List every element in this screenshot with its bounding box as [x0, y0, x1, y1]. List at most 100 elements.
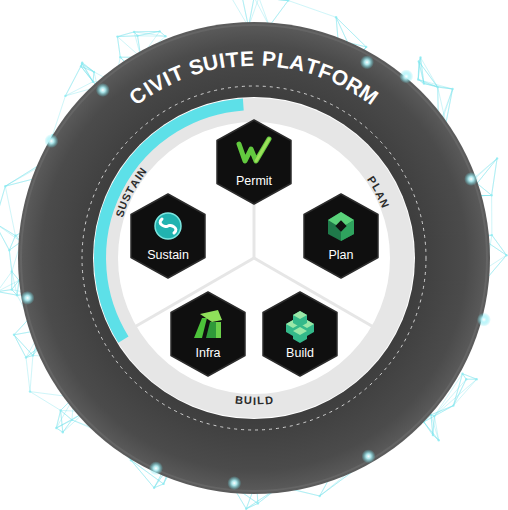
product-hexagon: Build: [262, 291, 338, 377]
mesh-dot: [71, 419, 73, 421]
curved-letter: U: [117, 200, 130, 211]
mesh-line: [117, 35, 137, 37]
mesh-line: [9, 236, 15, 251]
mesh-dot: [81, 61, 83, 63]
mesh-line: [434, 406, 453, 416]
product-icon: [188, 304, 228, 344]
curved-letter: R: [343, 72, 367, 98]
mesh-line: [269, 1, 288, 27]
mesh-line: [0, 223, 15, 236]
mesh-dot: [452, 404, 454, 406]
mesh-dot: [287, 0, 289, 2]
mesh-line: [0, 186, 5, 223]
mesh-dot: [136, 35, 138, 37]
product-icon: [234, 132, 274, 172]
curved-letter: I: [159, 67, 173, 88]
outer-ring: [18, 22, 490, 494]
curved-letter: C: [126, 82, 151, 108]
mesh-line: [5, 186, 15, 235]
product-name: Infra: [170, 346, 246, 360]
mesh-line: [492, 235, 507, 255]
mesh-line: [424, 84, 453, 90]
mesh-line: [14, 335, 33, 356]
mesh-dot: [164, 35, 166, 37]
mesh-line: [0, 290, 12, 292]
mesh-line: [93, 72, 94, 82]
curved-letter: B: [235, 394, 244, 406]
mesh-dot: [461, 373, 463, 375]
mesh-dot: [153, 487, 155, 489]
mesh-line: [431, 415, 439, 440]
product-name: Permit: [216, 174, 292, 188]
curved-letter: I: [253, 395, 256, 406]
mesh-line: [61, 410, 63, 432]
mesh-dot: [29, 390, 31, 392]
mesh-dot: [491, 234, 493, 236]
mesh-line: [134, 32, 165, 36]
mesh-dot: [423, 82, 425, 84]
curved-letter: F: [316, 59, 335, 83]
mesh-dot: [25, 356, 27, 358]
mesh-dot: [92, 81, 94, 83]
mesh-dot: [119, 56, 121, 58]
curved-letter: T: [303, 55, 321, 79]
sector-dividers: [135, 120, 374, 327]
curved-letter: L: [275, 49, 291, 72]
curved-letter: I: [139, 78, 155, 99]
curved-letter: U: [201, 51, 220, 75]
mesh-dot: [418, 60, 420, 62]
product-icon: [280, 304, 320, 344]
glow-dot: [96, 83, 110, 97]
curved-letter: O: [328, 64, 352, 90]
mesh-line: [491, 195, 492, 235]
curved-letter: T: [166, 62, 186, 86]
glow-dot: [360, 55, 374, 69]
mesh-line: [61, 410, 72, 420]
mesh-line: [30, 356, 33, 392]
mesh-line: [421, 58, 424, 84]
mesh-line: [418, 58, 420, 80]
mesh-dot: [159, 30, 161, 32]
curved-letter: A: [288, 51, 307, 75]
glow-dot: [477, 313, 491, 327]
product-hexagon: Sustain: [130, 193, 206, 279]
mesh-dot: [93, 71, 95, 73]
mesh-line: [63, 420, 72, 432]
mesh-dot: [335, 16, 337, 18]
product-hexagon: Permit: [216, 119, 292, 205]
curved-letter: [255, 47, 261, 68]
curved-letter: M: [356, 81, 382, 108]
mesh-dot: [59, 409, 61, 411]
mesh-line: [82, 63, 94, 72]
mesh-dot: [476, 378, 478, 380]
mesh-line: [242, 0, 288, 1]
curved-letter: S: [114, 208, 127, 218]
mesh-line: [0, 223, 21, 242]
mesh-dot: [4, 185, 6, 187]
mesh-line: [0, 186, 5, 223]
curved-letter: L: [257, 395, 264, 406]
mesh-dot: [11, 270, 13, 272]
curved-letter: N: [135, 166, 149, 179]
mesh-dot: [32, 354, 34, 356]
glow-dot: [227, 476, 241, 490]
curved-letter: A: [373, 189, 386, 201]
curved-letter: A: [128, 177, 142, 190]
product-name: Sustain: [130, 248, 206, 262]
mesh-dot: [419, 56, 421, 58]
mesh-dot: [133, 31, 135, 33]
mesh-dot: [11, 288, 13, 290]
mesh-dot: [80, 65, 82, 67]
mesh-line: [56, 410, 60, 428]
mesh-dot: [62, 431, 64, 433]
curved-letter: U: [244, 395, 252, 406]
inner-disk: [93, 97, 415, 419]
mesh-dot: [245, 508, 247, 510]
glow-dot: [464, 172, 478, 186]
mesh-line: [17, 280, 19, 295]
product-icon: [321, 206, 361, 246]
mesh-dot: [257, 502, 259, 504]
